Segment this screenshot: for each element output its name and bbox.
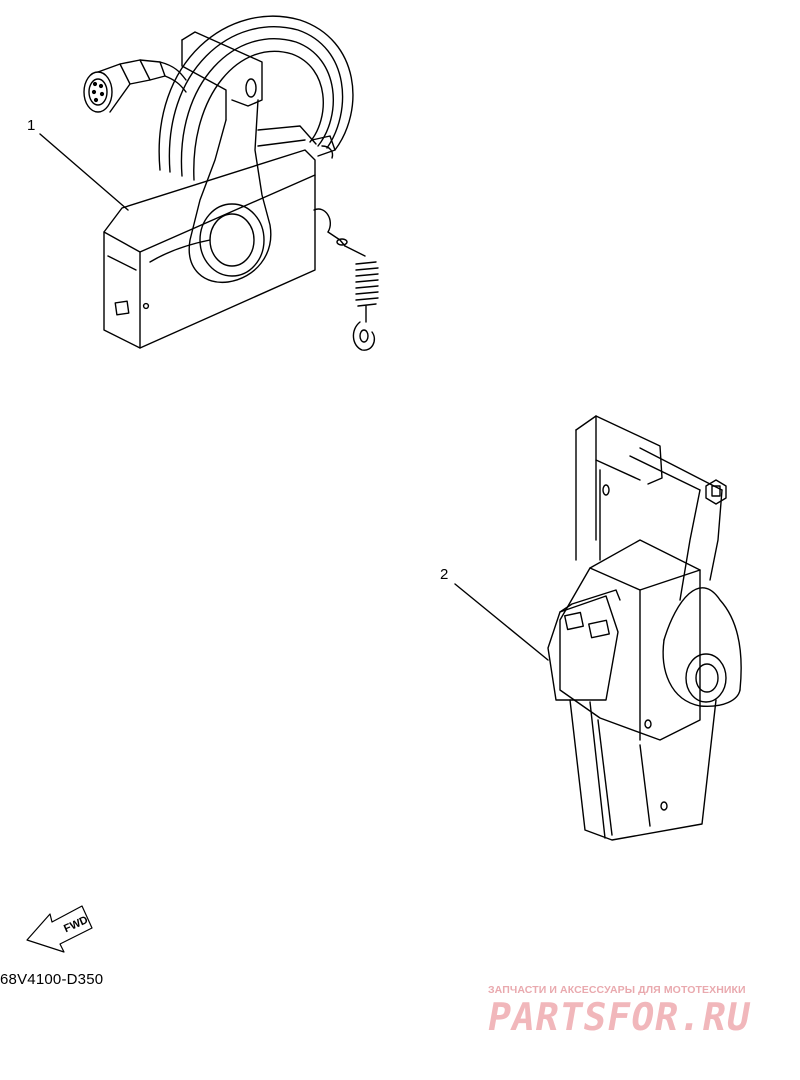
callout-number-2: 2 bbox=[440, 566, 449, 583]
binnacle-control-part bbox=[547, 415, 742, 841]
watermark-logo: PARTSFOR.RU bbox=[484, 995, 755, 1039]
callout-number-1: 1 bbox=[27, 117, 36, 134]
fwd-arrow-icon: FWD bbox=[26, 905, 93, 953]
lanyard-cord bbox=[313, 208, 379, 351]
callout-2-leader bbox=[454, 583, 549, 661]
remote-control-box-part bbox=[83, 15, 379, 351]
callout-1-leader bbox=[39, 133, 129, 211]
fwd-label: FWD bbox=[62, 914, 90, 935]
cable-loop bbox=[158, 15, 354, 181]
watermark: ЗАПЧАСТИ И АКСЕССУАРЫ ДЛЯ МОТОТЕХНИКИ PA… bbox=[484, 984, 788, 1039]
watermark-tagline: ЗАПЧАСТИ И АКСЕССУАРЫ ДЛЯ МОТОТЕХНИКИ bbox=[488, 984, 746, 996]
diagram-code: 68V4100-D350 bbox=[0, 971, 104, 988]
wire-harness-connector bbox=[83, 59, 187, 113]
